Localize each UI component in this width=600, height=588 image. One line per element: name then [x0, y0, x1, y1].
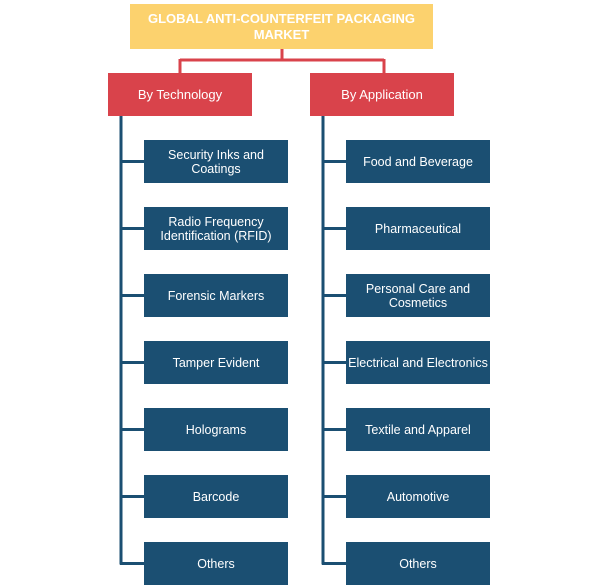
leaf-application-food-beverage: Food and Beverage	[346, 140, 490, 183]
leaf-label: Textile and Apparel	[365, 422, 471, 437]
root-title: GLOBAL ANTI-COUNTERFEIT PACKAGING MARKET	[148, 10, 415, 42]
leaf-label: Security Inks and Coatings	[168, 147, 264, 176]
leaf-label: Radio Frequency Identification (RFID)	[160, 214, 272, 243]
leaf-label: Automotive	[386, 489, 450, 504]
category-box-application: By Application	[310, 73, 454, 116]
leaf-application-others: Others	[346, 542, 490, 585]
leaf-technology-holograms: Holograms	[144, 408, 288, 451]
leaf-label: Forensic Markers	[167, 288, 265, 303]
leaf-application-pharmaceutical: Pharmaceutical	[346, 207, 490, 250]
root-title-box: GLOBAL ANTI-COUNTERFEIT PACKAGING MARKET	[130, 4, 433, 49]
tree-connectors	[119, 116, 346, 565]
leaf-label: Food and Beverage	[363, 154, 473, 169]
leaf-label: Personal Care and Cosmetics	[365, 281, 471, 310]
leaf-application-automotive: Automotive	[346, 475, 490, 518]
category-label-technology: By Technology	[137, 87, 223, 102]
leaf-label: Barcode	[192, 489, 240, 504]
leaf-label: Pharmaceutical	[374, 221, 462, 236]
leaf-label: Others	[197, 556, 235, 571]
leaf-technology-rfid: Radio Frequency Identification (RFID)	[144, 207, 288, 250]
category-box-technology: By Technology	[108, 73, 252, 116]
leaf-technology-security-inks: Security Inks and Coatings	[144, 140, 288, 183]
leaf-application-electrical-electronics: Electrical and Electronics	[346, 341, 490, 384]
top-connectors	[178, 49, 386, 73]
leaf-technology-others: Others	[144, 542, 288, 585]
leaf-application-textile-apparel: Textile and Apparel	[346, 408, 490, 451]
leaf-label: Holograms	[185, 422, 247, 437]
leaf-application-personal-care: Personal Care and Cosmetics	[346, 274, 490, 317]
leaf-technology-barcode: Barcode	[144, 475, 288, 518]
leaf-label: Others	[399, 556, 437, 571]
category-label-application: By Application	[341, 87, 423, 102]
leaf-label: Electrical and Electronics	[348, 355, 488, 370]
leaf-label: Tamper Evident	[172, 355, 260, 370]
leaf-technology-tamper-evident: Tamper Evident	[144, 341, 288, 384]
leaf-technology-forensic-markers: Forensic Markers	[144, 274, 288, 317]
